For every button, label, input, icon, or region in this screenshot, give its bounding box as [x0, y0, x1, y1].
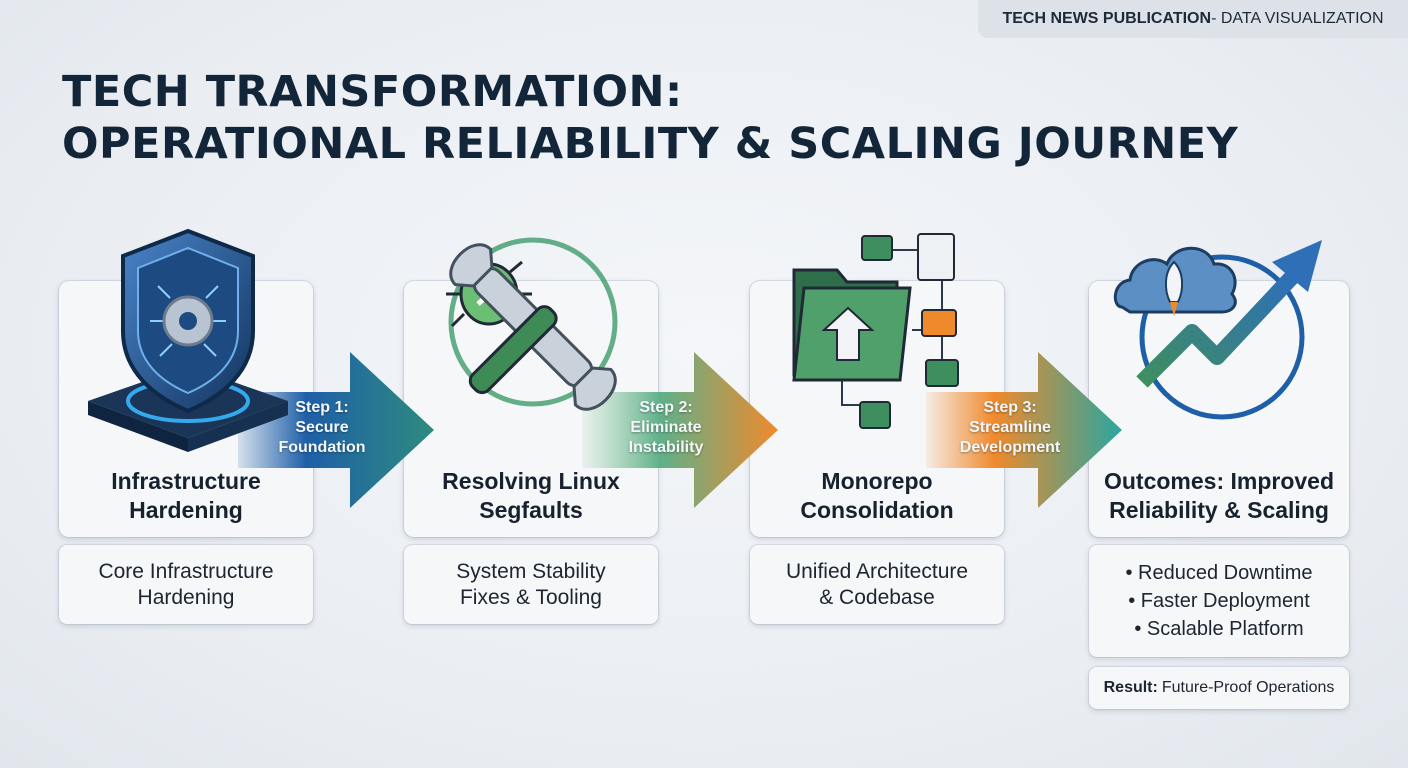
desc-line: Unified Architecture	[785, 559, 969, 583]
outcome-item: • Scalable Platform	[1134, 618, 1304, 640]
step-label: Step 3: Streamline Development	[926, 398, 1094, 458]
step-arrow-3: Step 3: Streamline Development	[926, 352, 1122, 508]
stage-title-line: Monorepo	[821, 468, 933, 494]
stage-card-outcomes: Outcomes: Improved Reliability & Scaling	[1089, 281, 1349, 537]
bug-wrench-icon	[446, 237, 618, 411]
stage-title-line: Reliability & Scaling	[1109, 497, 1329, 523]
publication-tag: TECH NEWS PUBLICATION - DATA VISUALIZATI…	[978, 0, 1408, 38]
stage-title: Infrastructure Hardening	[59, 467, 313, 525]
step-label-line: Step 2:	[639, 399, 693, 416]
publication-name: TECH NEWS PUBLICATION	[1002, 10, 1212, 27]
stage-title-line: Consolidation	[800, 497, 954, 523]
step-label-line: Secure	[295, 419, 349, 436]
outcome-item: • Faster Deployment	[1128, 590, 1310, 612]
desc-line: Fixes & Tooling	[459, 585, 602, 609]
step-label-line: Instability	[628, 439, 704, 456]
desc-line: System Stability	[456, 559, 606, 583]
publication-section: - DATA VISUALIZATION	[1211, 10, 1384, 27]
stage-title-line: Outcomes: Improved	[1103, 468, 1335, 494]
folder-network-icon	[792, 233, 959, 429]
arrow-shape	[582, 352, 778, 508]
arrow-shape	[238, 352, 434, 508]
step-arrow-1: Step 1: Secure Foundation	[238, 352, 434, 508]
desc-line: Core Infrastructure	[98, 559, 274, 583]
stage-title-line: Infrastructure	[111, 468, 261, 494]
step-label-line: Streamline	[969, 419, 1051, 436]
shield-gear-icon	[88, 228, 288, 452]
stage-description: Unified Architecture& Codebase	[750, 545, 1004, 624]
result-label: Result:	[1103, 679, 1158, 696]
step-label-line: Step 3:	[983, 399, 1037, 416]
step-label-line: Step 1:	[295, 399, 349, 416]
desc-line: Hardening	[137, 585, 235, 609]
title-line-1: TECH TRANSFORMATION:	[62, 67, 683, 117]
step-label-line: Eliminate	[630, 419, 702, 436]
desc-line: & Codebase	[819, 585, 935, 609]
arrow-shape	[926, 352, 1122, 508]
step-label: Step 1: Secure Foundation	[238, 398, 406, 458]
stage-title-line: Resolving Linux	[442, 468, 620, 494]
step-arrow-2: Step 2: Eliminate Instability	[582, 352, 778, 508]
stage-title-line: Segfaults	[479, 497, 583, 523]
outcome-item: • Reduced Downtime	[1125, 562, 1313, 584]
outcome-list: • Reduced Downtime • Faster Deployment •…	[1089, 545, 1349, 657]
step-label: Step 2: Eliminate Instability	[582, 398, 750, 458]
stage-title: Outcomes: Improved Reliability & Scaling	[1089, 467, 1349, 525]
title-line-2: OPERATIONAL RELIABILITY & SCALING JOURNE…	[62, 119, 1239, 169]
stage-title: Monorepo Consolidation	[750, 467, 1004, 525]
result-value: Future-Proof Operations	[1161, 679, 1335, 696]
result-box: Result:Future-Proof Operations	[1089, 667, 1349, 709]
stage-title-line: Hardening	[129, 497, 243, 523]
page-title: TECH TRANSFORMATION: OPERATIONAL RELIABI…	[62, 66, 1362, 170]
step-label-line: Development	[959, 439, 1061, 456]
cloud-rocket-growth-icon	[1113, 240, 1322, 420]
step-label-line: Foundation	[278, 439, 366, 456]
stage-title: Resolving Linux Segfaults	[404, 467, 658, 525]
